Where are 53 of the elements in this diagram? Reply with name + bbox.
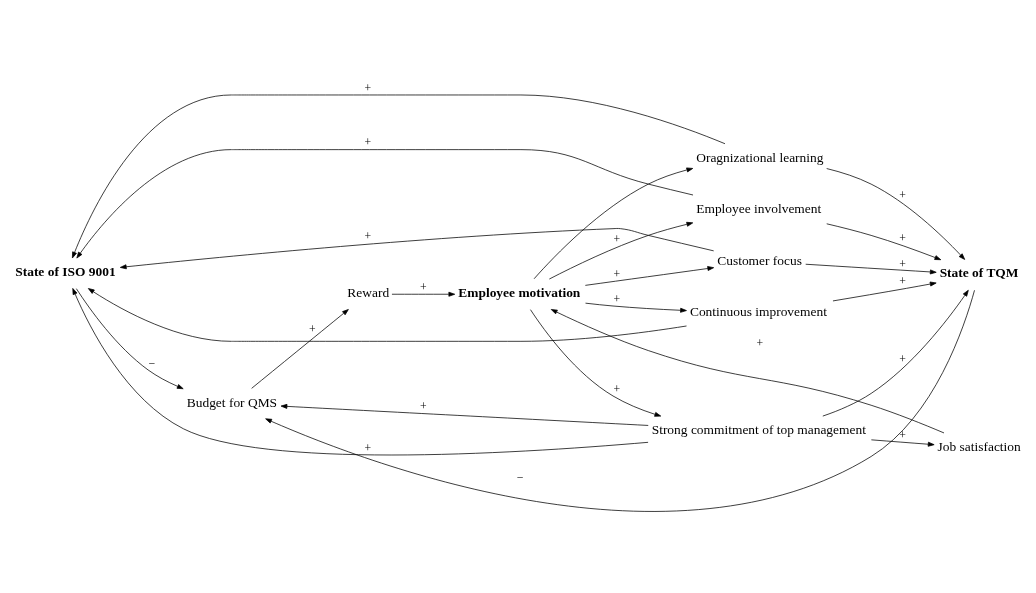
node-text: Reward (347, 284, 390, 300)
edge-label: + (613, 292, 621, 306)
node-text: Employee motivation (458, 284, 581, 300)
node-text: Oragnizational learning (696, 149, 824, 165)
node-text: Budget for QMS (186, 394, 278, 410)
edge-label: + (364, 229, 372, 243)
arrow (251, 308, 349, 389)
edge-label: + (364, 135, 372, 149)
arrow (391, 291, 456, 297)
edge-label: + (420, 280, 427, 294)
edge-label: + (756, 336, 764, 350)
node-text: Customer focus (717, 252, 802, 268)
edge-label: + (613, 267, 621, 281)
edge-label: + (899, 428, 906, 442)
arrow (119, 227, 715, 269)
arrow (548, 221, 694, 279)
node-text: Continuous improvement (689, 303, 827, 319)
edge-label: + (364, 441, 372, 455)
edge-label: + (899, 188, 906, 202)
edge-label: + (613, 382, 621, 396)
edge-label: + (899, 257, 906, 270)
edge-label: − (516, 470, 524, 484)
arrow (265, 289, 975, 512)
edge-label: + (309, 322, 316, 336)
arrow (822, 289, 969, 416)
arrow (76, 287, 184, 389)
arrow (832, 281, 937, 301)
node-text: Employee involvement (696, 200, 822, 216)
edge-label: + (364, 81, 372, 95)
arrow (871, 438, 935, 447)
node-text: State of ISO 9001 (15, 263, 116, 279)
arrow (87, 287, 687, 342)
arrow (550, 308, 945, 433)
node-text: Strong commitment of top management (651, 421, 866, 437)
arrow (805, 263, 937, 274)
arrow (72, 287, 649, 455)
edge-label: + (899, 274, 906, 288)
arrow (584, 265, 715, 286)
edge-label: + (420, 399, 427, 413)
arrow (72, 94, 726, 258)
arrow (826, 167, 966, 260)
arrow (76, 148, 694, 258)
arrow (533, 167, 694, 279)
node-text: Job satisfaction (937, 438, 1021, 454)
arrow (280, 403, 649, 426)
arrow (585, 302, 687, 313)
edge-label: + (899, 231, 906, 245)
node-text: State of TQM (939, 264, 1019, 280)
edge-label: + (613, 232, 621, 246)
arrow (826, 222, 942, 260)
edge-label: + (899, 352, 906, 366)
arrow (530, 308, 662, 417)
edge-label: − (148, 356, 156, 370)
